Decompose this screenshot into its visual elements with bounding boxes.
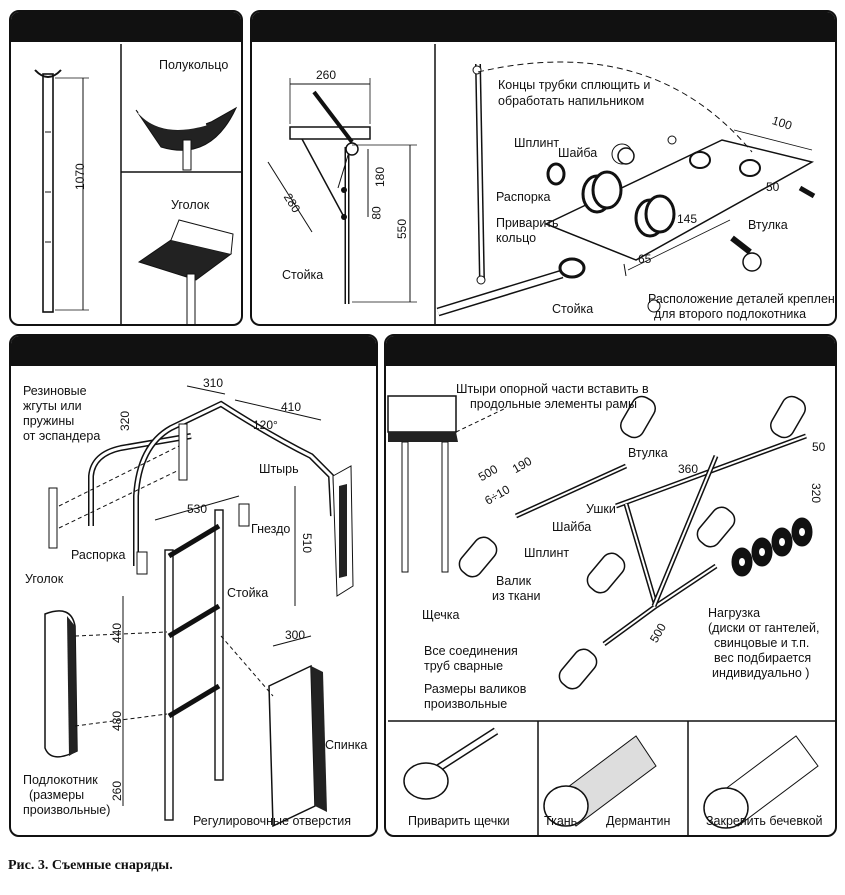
label-fabric: Ткань — [544, 814, 578, 828]
label-rubber-4: от эспандера — [23, 429, 101, 443]
dim-320: 320 — [118, 410, 133, 432]
dim-410: 410 — [281, 400, 302, 414]
label-armrest-1: Подлокотник — [23, 773, 98, 787]
label-roller-2: из ткани — [492, 589, 541, 603]
dim-145: 145 — [677, 212, 698, 226]
label-holes: Регулировочные отверстия — [193, 814, 351, 828]
label-cheek: Щечка — [422, 608, 460, 622]
dim-320: 320 — [809, 482, 824, 504]
label-load-3: свинцовые и т.п. — [714, 636, 810, 650]
panel-header-bar — [11, 12, 241, 42]
figure-caption: Рис. 3. Съемные снаряды. — [8, 858, 173, 873]
label-angle: Уголок — [25, 572, 64, 586]
label-pin: Штырь — [259, 462, 299, 476]
panel-leg-rollers: Штыри опорной части вставить в продольны… — [384, 334, 837, 837]
label-rubber-2: жгуты или — [23, 399, 82, 413]
dim-360: 360 — [678, 462, 699, 476]
armrest-mount-drawing — [267, 44, 816, 324]
note-line-2: для второго подлокотника — [654, 307, 807, 321]
dim-310: 310 — [203, 376, 224, 390]
label-spacer: Распорка — [71, 548, 126, 562]
label-angle: Уголок — [171, 198, 210, 212]
dim-530: 530 — [187, 502, 208, 516]
dim-50: 50 — [812, 440, 826, 454]
dim-510: 510 — [300, 532, 315, 554]
label-rubber-3: пружины — [23, 414, 75, 428]
dim-260: 260 — [110, 780, 125, 802]
label-cotter: Шплинт — [524, 546, 570, 560]
panel-header-bar — [252, 12, 835, 42]
label-post: Стойка — [227, 586, 269, 600]
panel-header-bar — [11, 336, 376, 366]
label-post: Стойка — [282, 268, 324, 282]
dim-260: 260 — [316, 68, 337, 82]
label-sleeve: Втулка — [628, 446, 668, 460]
label-weld-ring-1: Приварить — [496, 216, 559, 230]
label-rubber-1: Резиновые — [23, 384, 87, 398]
panel-armrest-mount: 260 280 180 80 550 Стойка Концы трубки с… — [250, 10, 837, 326]
label-post-2: Стойка — [552, 302, 594, 316]
label-rollers-2: произвольные — [424, 697, 508, 711]
dim-440: 440 — [110, 622, 125, 644]
dim-180: 180 — [373, 166, 388, 188]
label-weld-ring-2: кольцо — [496, 231, 537, 245]
dim-480: 480 — [110, 710, 125, 732]
label-tie: Закрепить бечевкой — [706, 814, 823, 828]
label-pins-1: Штыри опорной части вставить в — [456, 382, 649, 396]
label-armrest-3: произвольные) — [23, 803, 111, 817]
leg-rollers-drawing — [387, 395, 835, 835]
label-lugs: Ушки — [586, 502, 616, 516]
post-parts-drawing — [34, 44, 241, 324]
dim-50: 50 — [766, 180, 780, 194]
dim-120-deg: 120° — [253, 418, 278, 432]
dim-300: 300 — [285, 628, 306, 642]
dim-80: 80 — [369, 206, 384, 220]
label-flatten-1: Концы трубки сплющить и — [498, 78, 651, 92]
label-back: Спинка — [325, 738, 368, 752]
panel-header-bar — [386, 336, 835, 366]
label-load-1: Нагрузка — [708, 606, 761, 620]
note-line-1: Расположение деталей крепления — [648, 292, 837, 306]
dim-1070: 1070 — [73, 163, 87, 190]
label-sleeve: Втулка — [748, 218, 788, 232]
label-roller-1: Валик — [496, 574, 532, 588]
label-half-ring: Полукольцо — [159, 58, 229, 72]
dim-65: 65 — [638, 252, 652, 266]
label-cotter: Шплинт — [514, 136, 560, 150]
label-flatten-2: обработать напильником — [498, 94, 645, 108]
armrest-frame-drawing — [44, 385, 354, 828]
label-welded-2: труб сварные — [424, 659, 504, 673]
label-load-5: индивидуально ) — [712, 666, 810, 680]
label-load-4: вес подбирается — [714, 651, 812, 665]
panel-post-and-parts: 1070 Полукольцо Уголок — [9, 10, 243, 326]
dim-550: 550 — [395, 218, 410, 240]
label-weld-cheeks: Приварить щечки — [408, 814, 510, 828]
label-load-2: (диски от гантелей, — [708, 621, 820, 635]
label-armrest-2: (размеры — [29, 788, 85, 802]
label-pins-2: продольные элементы рамы — [470, 397, 637, 411]
label-washer: Шайба — [552, 520, 592, 534]
label-welded-1: Все соединения — [424, 644, 518, 658]
panel-armrest-frame: Резиновые жгуты или пружины от эспандера… — [9, 334, 378, 837]
label-rollers-1: Размеры валиков — [424, 682, 527, 696]
label-spacer: Распорка — [496, 190, 551, 204]
label-washer: Шайба — [558, 146, 598, 160]
label-leatherette: Дермантин — [606, 814, 671, 828]
label-socket: Гнездо — [251, 522, 291, 536]
